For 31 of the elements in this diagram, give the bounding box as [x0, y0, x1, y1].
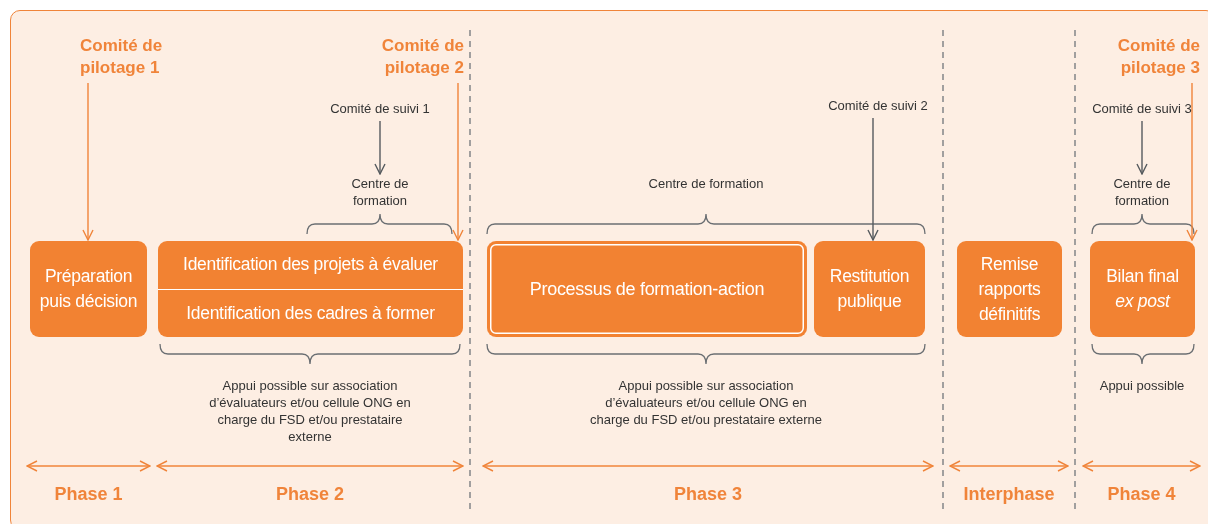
process-box: Remise rapports définitifs: [957, 241, 1062, 337]
annotation-text: Comité de suivi 1: [330, 100, 430, 117]
process-box: Processus de formation-action: [487, 241, 807, 337]
process-box: [158, 241, 463, 337]
annotation-text: Appui possible sur association d’évaluateurs et/ou cellule ONG en charge du FSD et/ou prestataire externe: [208, 377, 412, 445]
phase-label: Phase 4: [1106, 484, 1177, 505]
committee-label: Comité de pilotage 2: [330, 35, 464, 79]
annotation-text: Centre de formation: [647, 175, 765, 192]
arrow: [82, 82, 94, 241]
arrow: [374, 120, 386, 175]
annotation-text: Centre de formation: [330, 175, 430, 209]
phase-label: Phase 2: [274, 484, 345, 505]
process-box: Préparation puis décision: [30, 241, 147, 337]
annotation-text: Appui possible sur association d’évaluateurs et/ou cellule ONG en charge du FSD et/ou prestataire externe: [589, 377, 823, 428]
annotation-text: Appui possible: [1098, 377, 1186, 394]
arrow: [867, 117, 879, 241]
annotation-text: Comité de suivi 3: [1092, 100, 1192, 117]
process-box: Bilan final ex post: [1090, 241, 1195, 337]
phase-label: Phase 1: [53, 484, 124, 505]
process-box: Restitution publique: [814, 241, 925, 337]
arrow: [1186, 82, 1198, 241]
arrow: [452, 82, 464, 241]
annotation-text: Comité de suivi 2: [823, 97, 933, 114]
phase-label: Interphase: [962, 484, 1056, 505]
committee-label: Comité de pilotage 3: [1064, 35, 1200, 79]
phase-label: Phase 3: [672, 484, 743, 505]
annotation-text: Centre de formation: [1092, 175, 1192, 209]
arrow: [1136, 120, 1148, 175]
step-text: Identification des cadres à former: [158, 288, 463, 337]
committee-label: Comité de pilotage 1: [80, 35, 210, 79]
step-text: Identification des projets à évaluer: [182, 253, 439, 277]
